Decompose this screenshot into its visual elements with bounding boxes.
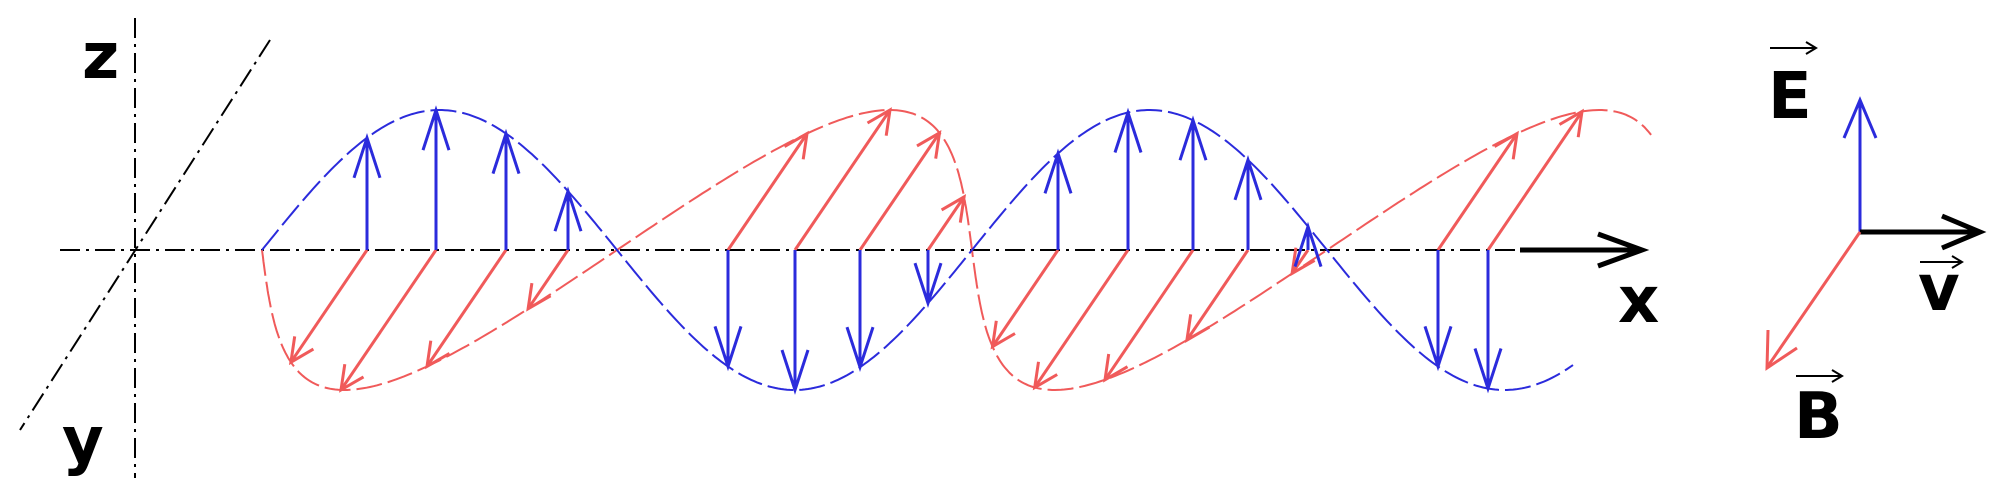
legend-v-label: v xyxy=(1918,252,1960,326)
magnetic-field-arrow xyxy=(793,109,892,251)
electric-field-arrowhead xyxy=(1178,115,1208,161)
electric-field-arrowhead xyxy=(713,325,743,372)
electric-field-wave xyxy=(261,105,1574,395)
magnetic-field-arrowhead xyxy=(916,130,942,159)
magnetic-field-arrow xyxy=(526,249,570,310)
legend-e-label: E xyxy=(1768,60,1812,134)
magnetic-field-arrowhead xyxy=(288,336,315,366)
magnetic-field-arrowhead xyxy=(1290,247,1316,277)
magnetic-field-arrowhead xyxy=(526,282,552,312)
magnetic-field-arrow xyxy=(1033,249,1130,389)
magnetic-field-arrowhead xyxy=(1184,314,1211,343)
electric-field-arrowhead xyxy=(913,262,943,308)
magnetic-field-curve xyxy=(261,109,1652,391)
electric-field-arrowhead xyxy=(1423,325,1453,372)
y-axis xyxy=(19,39,271,431)
magnetic-field-arrow xyxy=(1436,132,1519,251)
magnetic-field-arrowhead xyxy=(1032,361,1058,391)
electric-field-arrowhead xyxy=(845,326,875,372)
legend-b-overarrow-head xyxy=(1831,369,1844,383)
legend-v-arrowhead xyxy=(1941,213,1987,251)
magnetic-field-arrow xyxy=(991,249,1060,348)
legend-e-arrowhead xyxy=(1842,96,1878,139)
magnetic-field-wave xyxy=(261,107,1652,393)
electric-field-arrowhead xyxy=(1113,107,1143,153)
magnetic-field-arrowhead xyxy=(1493,130,1519,160)
magnetic-field-arrowhead xyxy=(866,107,892,136)
electric-field-arrowhead xyxy=(553,186,583,232)
magnetic-field-arrow xyxy=(726,132,809,251)
electric-field-arrowhead xyxy=(1293,221,1323,268)
magnetic-field-arrowhead xyxy=(1558,108,1584,138)
coordinate-axes xyxy=(19,18,1650,478)
magnetic-field-arrow xyxy=(289,249,369,364)
electric-field-arrowhead xyxy=(491,128,521,175)
electric-field-arrowhead xyxy=(352,132,382,179)
x-axis-label: x xyxy=(1618,264,1659,338)
magnetic-field-arrowhead xyxy=(940,194,967,223)
legend-b-arrowhead xyxy=(1765,329,1798,371)
electric-field-curve xyxy=(261,109,1574,391)
legend-v-overarrow-head xyxy=(1951,255,1964,269)
legend-b-label: B xyxy=(1794,380,1843,454)
legend-b-vector xyxy=(1766,231,1862,367)
z-axis-label: z xyxy=(82,20,119,94)
electric-field-arrowhead xyxy=(421,105,451,151)
electric-field-arrowhead xyxy=(1473,348,1503,394)
vector-legend: E v B xyxy=(1765,41,1987,454)
magnetic-field-arrow xyxy=(858,132,941,251)
legend-e-overarrow-head xyxy=(1805,41,1818,55)
electric-field-arrowhead xyxy=(1043,148,1073,194)
magnetic-field-arrowhead xyxy=(1103,353,1129,383)
magnetic-field-arrowhead xyxy=(425,340,451,370)
magnetic-field-arrow xyxy=(1185,249,1250,341)
magnetic-field-arrow xyxy=(1103,249,1195,381)
electric-field-arrowhead xyxy=(1233,155,1263,201)
magnetic-field-arrow xyxy=(926,196,966,251)
magnetic-field-arrow xyxy=(425,249,508,368)
magnetic-field-arrowhead xyxy=(783,130,809,160)
magnetic-field-arrowhead xyxy=(339,363,365,393)
magnetic-field-arrowhead xyxy=(990,320,1016,350)
magnetic-field-arrow xyxy=(1486,110,1584,251)
magnetic-field-arrow xyxy=(339,249,438,391)
magnetic-field-arrow xyxy=(1290,249,1310,275)
y-axis-label: y xyxy=(62,404,104,478)
electric-field-arrowhead xyxy=(780,349,810,395)
x-axis-arrowhead xyxy=(1597,231,1650,269)
